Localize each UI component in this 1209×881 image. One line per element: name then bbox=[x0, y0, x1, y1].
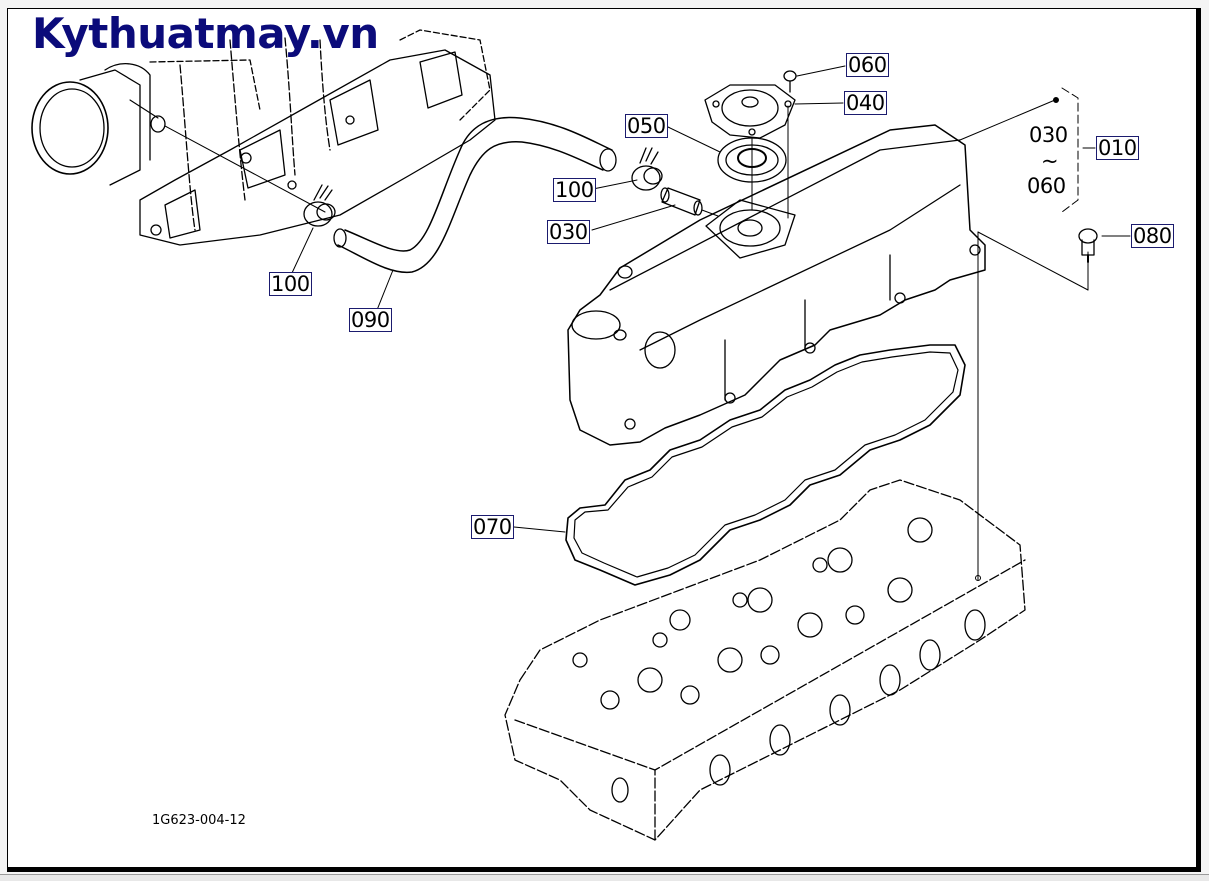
callout-040[interactable]: 040 bbox=[844, 91, 887, 115]
diagram-frame bbox=[7, 8, 1201, 872]
diaphragm-drawing bbox=[717, 105, 789, 219]
callout-100-lower[interactable]: 100 bbox=[269, 272, 312, 296]
intake-manifold-drawing bbox=[31, 29, 496, 246]
drawing-number: 1G623-004-12 bbox=[152, 813, 246, 828]
callout-100-upper[interactable]: 100 bbox=[553, 178, 596, 202]
breather-base-drawing bbox=[705, 199, 796, 259]
watermark-logo: Kythuatmay.vn bbox=[32, 9, 379, 58]
callout-070[interactable]: 070 bbox=[471, 515, 514, 539]
cylinder-head-cover-drawing bbox=[567, 124, 986, 446]
callout-050[interactable]: 050 bbox=[625, 114, 668, 138]
callout-060[interactable]: 060 bbox=[846, 53, 889, 77]
leader-lines bbox=[291, 65, 1131, 581]
assembly-range-to: 060 bbox=[1027, 174, 1066, 198]
head-cover-gasket-drawing bbox=[565, 344, 966, 586]
bottom-scrollbar-strip bbox=[0, 874, 1209, 881]
callout-010[interactable]: 010 bbox=[1096, 136, 1139, 160]
bolt-drawing bbox=[1078, 228, 1098, 263]
assembly-range-from: 030 bbox=[1029, 123, 1068, 147]
hose-clamp-lower-drawing bbox=[303, 184, 336, 227]
callout-030[interactable]: 030 bbox=[547, 220, 590, 244]
breather-cover-drawing bbox=[704, 70, 797, 139]
hose-clamp-upper-drawing bbox=[631, 147, 663, 191]
pipe-drawing bbox=[660, 187, 719, 217]
callout-080[interactable]: 080 bbox=[1131, 224, 1174, 248]
cylinder-head-drawing bbox=[504, 479, 1026, 841]
callout-090[interactable]: 090 bbox=[349, 308, 392, 332]
assembly-range-tilde: ~ bbox=[1041, 149, 1059, 173]
